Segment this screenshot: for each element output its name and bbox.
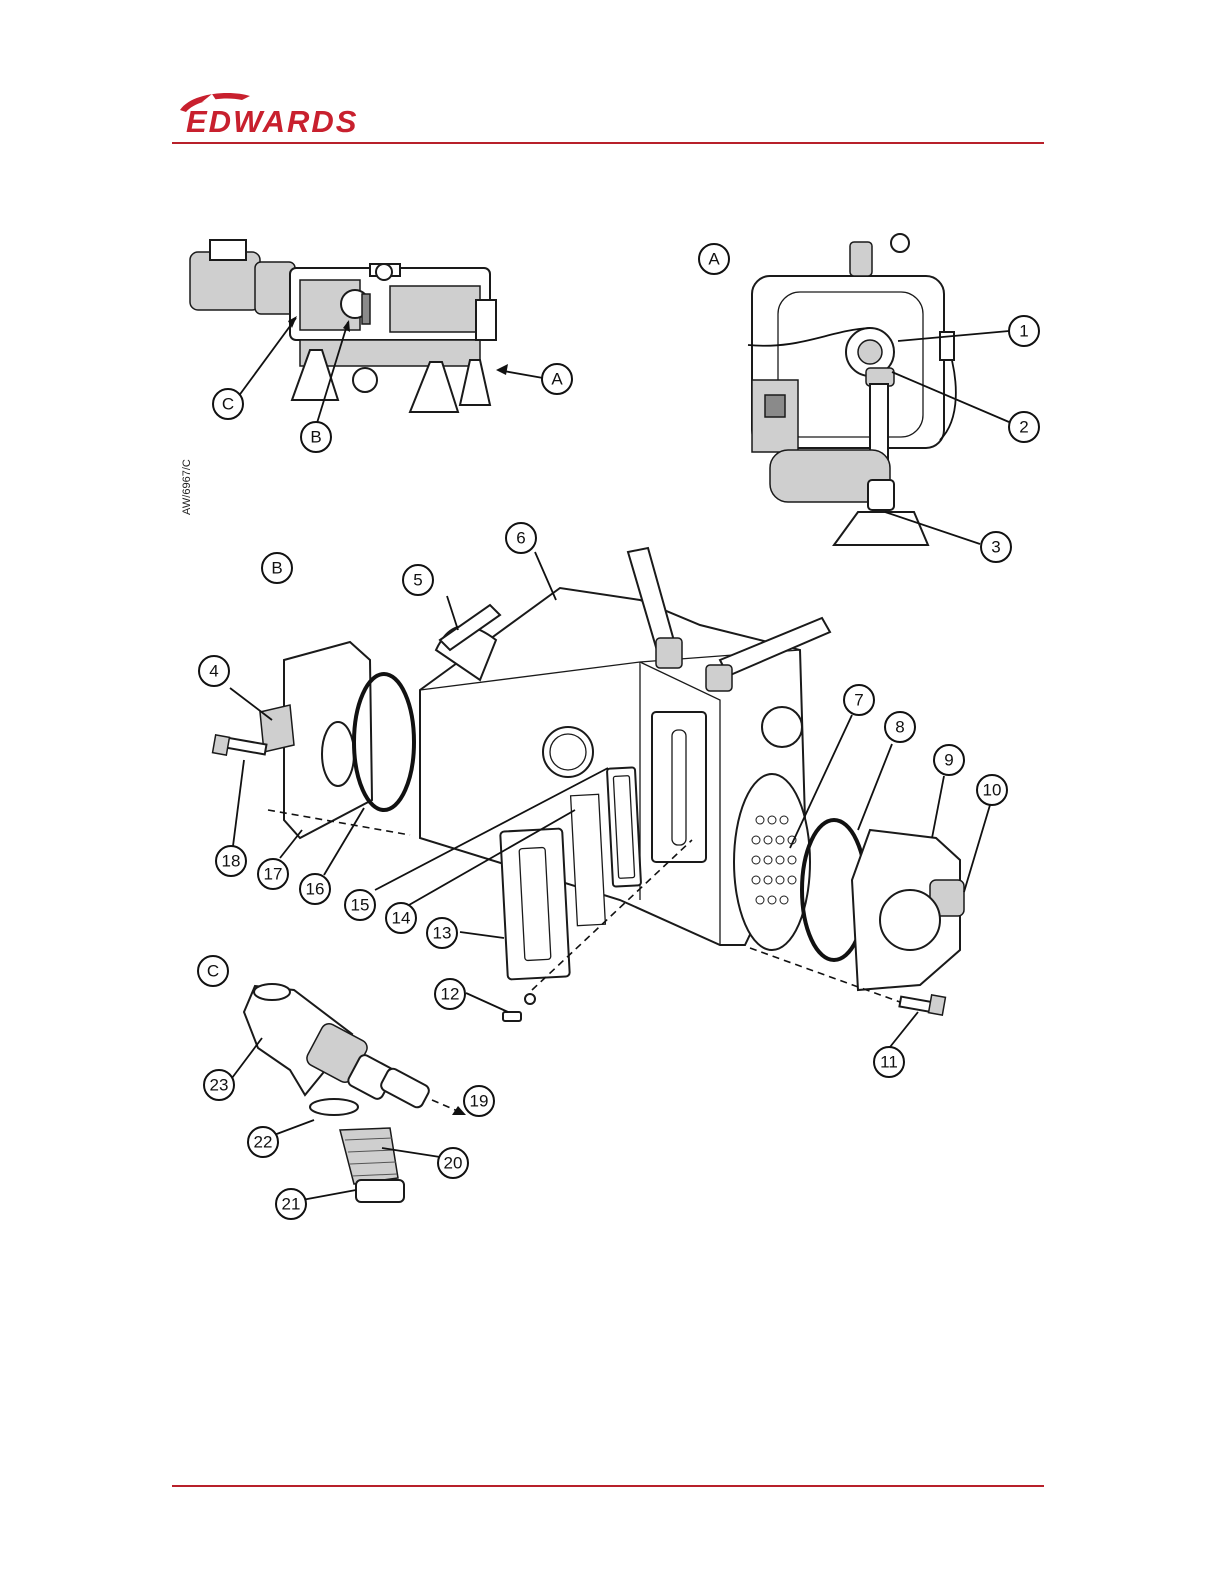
svg-text:17: 17 — [264, 865, 283, 884]
callout-4: 4 — [199, 656, 229, 686]
callout-5: 5 — [403, 565, 433, 595]
callout-6: 6 — [506, 523, 536, 553]
svg-text:4: 4 — [209, 662, 218, 681]
view-label-c: C — [198, 956, 228, 986]
svg-text:8: 8 — [895, 718, 904, 737]
svg-text:12: 12 — [441, 985, 460, 1004]
callout-17: 17 — [258, 859, 288, 889]
svg-text:B: B — [271, 559, 282, 578]
svg-text:C: C — [207, 962, 219, 981]
detail-a-illustration — [748, 234, 956, 545]
svg-text:1: 1 — [1019, 322, 1028, 341]
detail-c-illustration — [244, 984, 466, 1202]
svg-text:14: 14 — [392, 909, 411, 928]
view-label-b: B — [262, 553, 292, 583]
svg-text:B: B — [310, 428, 321, 447]
callout-22: 22 — [248, 1127, 278, 1157]
svg-text:20: 20 — [444, 1154, 463, 1173]
callout-9: 9 — [934, 745, 964, 775]
svg-text:2: 2 — [1019, 418, 1028, 437]
callout-20: 20 — [438, 1148, 468, 1178]
callout-7: 7 — [844, 685, 874, 715]
view-label-a: A — [699, 244, 729, 274]
svg-text:21: 21 — [282, 1195, 301, 1214]
svg-text:9: 9 — [944, 751, 953, 770]
drawing-reference: AW/6967/C — [181, 459, 193, 515]
callout-11: 11 — [874, 1047, 904, 1077]
overview-label-b: B — [301, 422, 331, 452]
detail-b-illustration — [213, 548, 964, 1021]
footer-rule — [172, 1485, 1044, 1487]
callout-3: 3 — [981, 532, 1011, 562]
svg-text:C: C — [222, 395, 234, 414]
svg-text:7: 7 — [854, 691, 863, 710]
callout-8: 8 — [885, 712, 915, 742]
callout-16: 16 — [300, 874, 330, 904]
svg-text:6: 6 — [516, 529, 525, 548]
callout-13: 13 — [427, 918, 457, 948]
callout-23: 23 — [204, 1070, 234, 1100]
callout-18: 18 — [216, 846, 246, 876]
svg-text:11: 11 — [880, 1053, 898, 1072]
svg-text:16: 16 — [306, 880, 325, 899]
svg-text:13: 13 — [433, 924, 452, 943]
callout-1: 1 — [1009, 316, 1039, 346]
svg-text:18: 18 — [222, 852, 241, 871]
overview-label-c: C — [213, 389, 243, 419]
callout-19: 19 — [464, 1086, 494, 1116]
callout-2: 2 — [1009, 412, 1039, 442]
callout-12: 12 — [435, 979, 465, 1009]
svg-text:5: 5 — [413, 571, 422, 590]
svg-text:10: 10 — [983, 781, 1002, 800]
svg-text:19: 19 — [470, 1092, 489, 1111]
callout-14: 14 — [386, 903, 416, 933]
svg-text:15: 15 — [351, 896, 370, 915]
callout-10: 10 — [977, 775, 1007, 805]
pump-overview-illustration — [190, 240, 496, 412]
svg-text:23: 23 — [210, 1076, 229, 1095]
svg-text:22: 22 — [254, 1133, 273, 1152]
overview-label-a: A — [542, 364, 572, 394]
callout-15: 15 — [345, 890, 375, 920]
svg-text:A: A — [708, 250, 720, 269]
svg-text:A: A — [551, 370, 563, 389]
svg-text:3: 3 — [991, 538, 1000, 557]
callout-21: 21 — [276, 1189, 306, 1219]
